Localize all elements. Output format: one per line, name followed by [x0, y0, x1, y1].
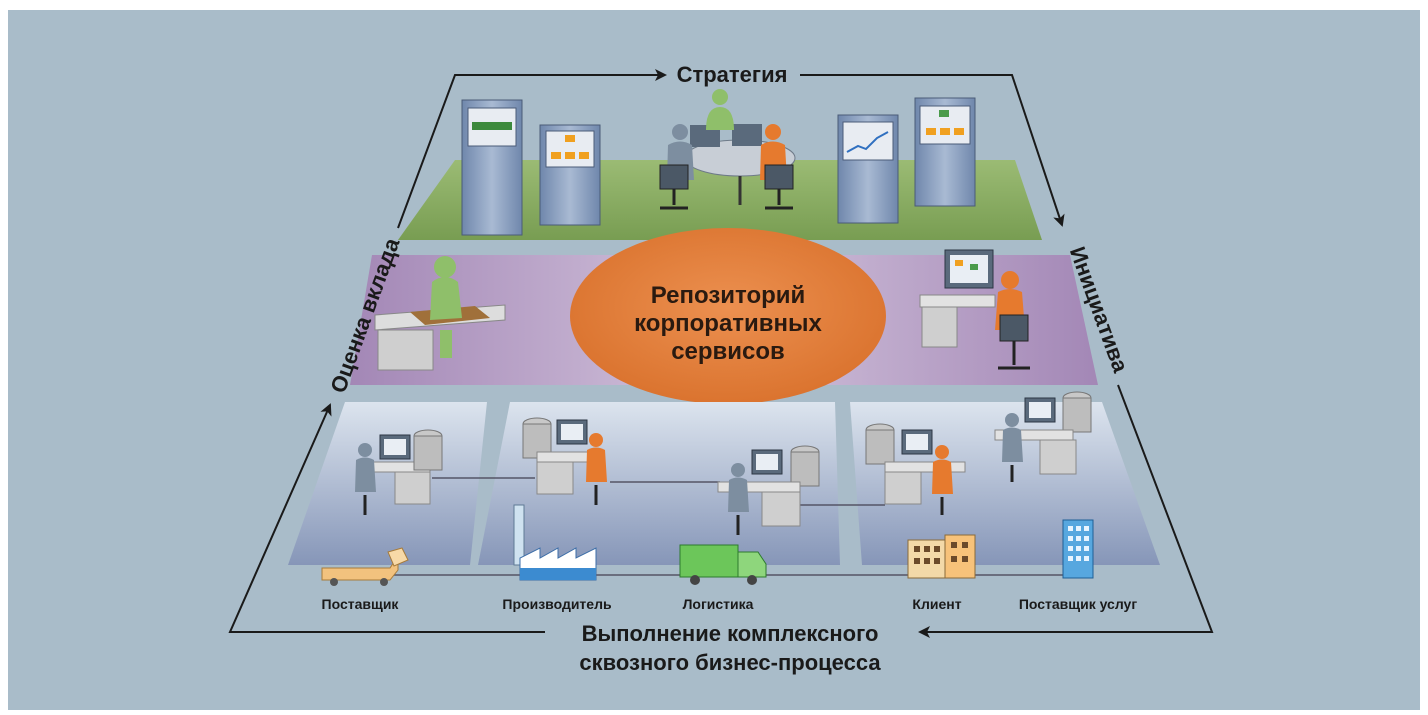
screen-stand — [461, 99, 523, 236]
screen-stand — [539, 124, 601, 226]
building-icon — [907, 534, 976, 579]
hub-label-line2: корпоративных — [634, 310, 822, 337]
hub-label-line1: Репозиторий — [651, 282, 806, 309]
process-label-line2: сквозного бизнес-процесса — [579, 650, 881, 675]
cycle-arrow-left — [228, 403, 545, 633]
workstation — [522, 417, 600, 495]
delivery-truck-icon — [679, 544, 767, 585]
person-icon — [1002, 413, 1023, 482]
supply-chain-label: Логистика — [683, 596, 754, 612]
supply-chain-label: Поставщик услуг — [1019, 596, 1137, 612]
person-icon — [932, 445, 953, 515]
workstation — [717, 445, 820, 527]
supply-chain-label: Производитель — [502, 596, 612, 612]
office-tower-icon — [1062, 519, 1094, 579]
office-chair-icon — [998, 314, 1030, 370]
office-chair-icon — [764, 164, 794, 210]
cycle-arrow-top-left — [397, 69, 667, 229]
person-icon — [430, 256, 462, 358]
supply-chain-label: Клиент — [912, 596, 961, 612]
factory-icon — [513, 504, 597, 581]
strategy-label: Стратегия — [677, 62, 788, 87]
cycle-arrow-bottom-right — [918, 384, 1214, 638]
process-label-line1: Выполнение комплексного — [582, 621, 879, 646]
workstation — [865, 423, 966, 505]
person-icon — [706, 89, 734, 130]
office-chair-icon — [659, 164, 689, 210]
supply-chain-label: Поставщик — [322, 596, 400, 612]
cycle-arrow-right — [800, 74, 1065, 227]
screen-stand — [914, 97, 976, 207]
screen-stand — [837, 114, 899, 224]
services-repository-hub — [570, 228, 886, 404]
person-icon — [728, 463, 749, 535]
person-icon — [355, 443, 376, 515]
workstation — [919, 249, 996, 348]
hub-label-line3: сервисов — [671, 338, 785, 365]
truck-icon — [321, 547, 409, 586]
workstation — [371, 429, 443, 505]
person-icon — [586, 433, 607, 505]
workstation — [994, 391, 1092, 475]
